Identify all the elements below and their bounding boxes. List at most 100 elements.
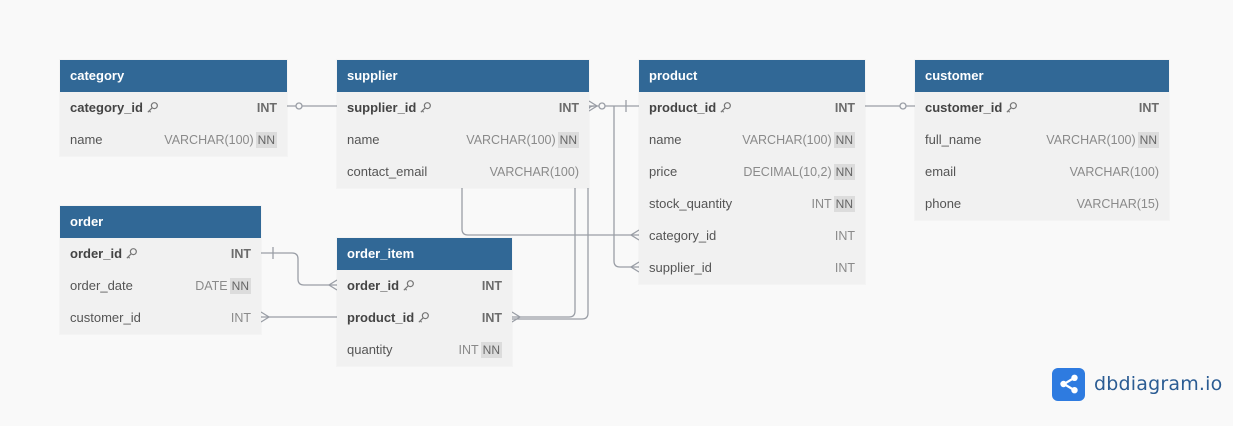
column-name: product_id — [347, 302, 430, 334]
column-name: price — [649, 164, 678, 179]
column-row[interactable]: full_name VARCHAR(100)NN — [915, 124, 1169, 156]
column-name: customer_id — [925, 92, 1018, 124]
column-row[interactable]: order_id INT — [60, 238, 261, 270]
column-row[interactable]: order_id INT — [337, 270, 512, 302]
column-row[interactable]: supplier_id INT — [639, 252, 865, 284]
column-row[interactable]: name VARCHAR(100)NN — [60, 124, 287, 156]
column-type: VARCHAR(100)NN — [466, 131, 579, 148]
column-row[interactable]: customer_id INT — [60, 302, 261, 334]
column-name: customer_id — [70, 310, 141, 325]
key-icon — [418, 312, 430, 323]
column-type: VARCHAR(100)NN — [1046, 131, 1159, 148]
column-name: name — [347, 132, 380, 147]
column-type: INT — [230, 311, 251, 325]
column-type: INT — [481, 279, 502, 293]
edge-order-orderitem — [261, 252, 337, 286]
not-null-badge: NN — [229, 277, 251, 294]
share-nodes-glyph — [1059, 374, 1078, 394]
table-header-customer[interactable]: customer — [915, 60, 1169, 92]
column-name: email — [925, 164, 957, 179]
not-null-badge: NN — [833, 195, 855, 212]
column-type: INT — [834, 101, 855, 115]
edge-orderitem-crowfoot — [327, 279, 338, 291]
edge-category-crowfoot — [629, 229, 640, 241]
edge-supplier-category — [461, 187, 639, 236]
brand-watermark[interactable]: dbdiagram.io — [1052, 367, 1222, 401]
column-row[interactable]: name VARCHAR(100)NN — [639, 124, 865, 156]
edge-supplierid-crowfoot — [629, 261, 640, 273]
edge-orderitem-product — [512, 187, 576, 318]
not-null-badge: NN — [833, 131, 855, 148]
not-null-badge: NN — [557, 131, 579, 148]
column-type: INT — [230, 247, 251, 261]
column-type: DECIMAL(10,2)NN — [743, 163, 855, 180]
table-header-order-item[interactable]: order_item — [337, 238, 512, 270]
table-category[interactable]: category category_id INT name VARCHAR(10… — [60, 60, 287, 156]
table-supplier[interactable]: supplier supplier_id INT name VARCHAR(10… — [337, 60, 589, 188]
column-name: name — [70, 132, 103, 147]
table-order-item[interactable]: order_item order_id INT product_id INT q… — [337, 238, 512, 366]
column-row[interactable]: supplier_id INT — [337, 92, 589, 124]
edge-supplier-supplierid — [613, 106, 639, 268]
table-header-supplier[interactable]: supplier — [337, 60, 589, 92]
column-row[interactable]: phone VARCHAR(15) — [915, 188, 1169, 220]
column-type: VARCHAR(100)NN — [164, 131, 277, 148]
edge-crowfoot-supplier — [588, 100, 599, 112]
brand-name: dbdiagram.io — [1094, 373, 1223, 395]
table-header-category[interactable]: category — [60, 60, 287, 92]
key-icon — [1006, 102, 1018, 113]
edge-category-product-start-marker — [295, 102, 303, 110]
column-name: order_id — [70, 238, 138, 270]
table-customer[interactable]: customer customer_id INT full_name VARCH… — [915, 60, 1169, 220]
column-name: full_name — [925, 132, 982, 147]
column-type: INT — [256, 101, 277, 115]
column-row[interactable]: customer_id INT — [915, 92, 1169, 124]
column-row[interactable]: product_id INT — [337, 302, 512, 334]
not-null-badge: NN — [480, 341, 502, 358]
not-null-badge: NN — [255, 131, 277, 148]
column-name: quantity — [347, 342, 393, 357]
column-row[interactable]: price DECIMAL(10,2)NN — [639, 156, 865, 188]
column-row[interactable]: category_id INT — [60, 92, 287, 124]
column-type: VARCHAR(100) — [1069, 165, 1159, 179]
column-row[interactable]: category_id INT — [639, 220, 865, 252]
edge-orderitem-product-crowfoot — [511, 311, 522, 323]
column-name: order_id — [347, 270, 415, 302]
key-icon — [403, 280, 414, 291]
key-icon — [126, 248, 137, 259]
key-icon — [720, 102, 732, 113]
edge-order-customer-crowfoot — [260, 311, 271, 323]
column-name: order_date — [70, 278, 133, 293]
column-type: INT — [834, 229, 855, 243]
edge-product-customer-marker — [899, 102, 907, 110]
table-header-product[interactable]: product — [639, 60, 865, 92]
key-icon — [420, 102, 432, 113]
column-type: VARCHAR(15) — [1076, 197, 1159, 211]
column-row[interactable]: product_id INT — [639, 92, 865, 124]
table-header-order[interactable]: order — [60, 206, 261, 238]
column-name: category_id — [70, 92, 159, 124]
key-icon — [147, 102, 158, 113]
column-row[interactable]: name VARCHAR(100)NN — [337, 124, 589, 156]
column-name: name — [649, 132, 682, 147]
not-null-badge: NN — [833, 163, 855, 180]
column-name: supplier_id — [347, 92, 432, 124]
column-name: category_id — [649, 228, 717, 243]
column-name: stock_quantity — [649, 196, 733, 211]
column-type: INT — [834, 261, 855, 275]
column-name: contact_email — [347, 164, 428, 179]
column-type: VARCHAR(100)NN — [742, 131, 855, 148]
table-product[interactable]: product product_id INT name VARCHAR(100)… — [639, 60, 865, 284]
edge-supplier-product-marker — [598, 102, 606, 110]
column-row[interactable]: contact_email VARCHAR(100) — [337, 156, 589, 188]
column-type: INT — [481, 311, 502, 325]
column-row[interactable]: email VARCHAR(100) — [915, 156, 1169, 188]
